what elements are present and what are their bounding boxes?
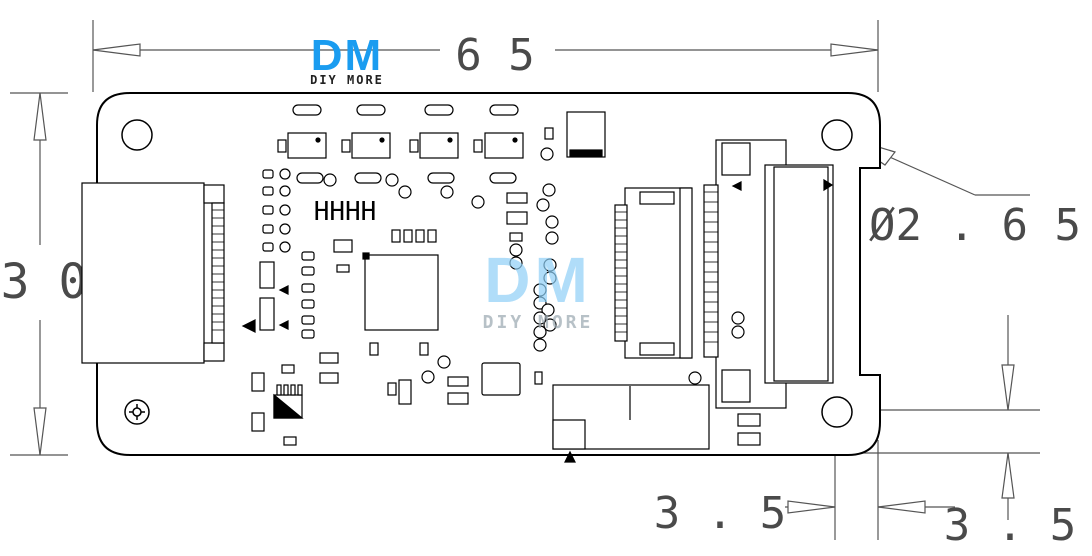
hole-offset-y-label: 3 . 5 xyxy=(944,500,1076,551)
logo-wordmark: DIY MORE xyxy=(310,73,384,87)
component-label: HHHH xyxy=(314,197,377,227)
left-fpc-connector xyxy=(81,182,256,364)
center-components xyxy=(251,229,543,446)
pad-column xyxy=(506,183,559,352)
mounting-hole-top-left xyxy=(121,119,153,151)
mounting-hole-top-right xyxy=(821,119,853,151)
transistor-row xyxy=(277,104,606,209)
hole-diameter-label: Ø2 . 6 5 xyxy=(869,200,1081,251)
watermark-mark: DM xyxy=(484,244,592,316)
watermark-wordmark: DIY MORE xyxy=(483,312,594,333)
main-ic xyxy=(364,254,439,331)
mounting-hole-bottom-right xyxy=(821,396,853,428)
diymore-watermark: DM DIY MORE xyxy=(483,244,594,333)
height-dimension-label: 3 0 xyxy=(1,254,88,310)
led-column xyxy=(259,168,315,339)
diymore-logo: DM DIY MORE xyxy=(310,31,384,87)
right-header-connector xyxy=(688,139,834,446)
width-dimension-label: 6 5 xyxy=(455,30,534,81)
logo-mark: DM xyxy=(311,31,383,80)
mounting-holes xyxy=(121,119,853,428)
hole-offset-x-label: 3 . 5 xyxy=(654,488,786,539)
bottom-connector xyxy=(552,384,710,463)
middle-fpc-connector xyxy=(614,187,693,359)
